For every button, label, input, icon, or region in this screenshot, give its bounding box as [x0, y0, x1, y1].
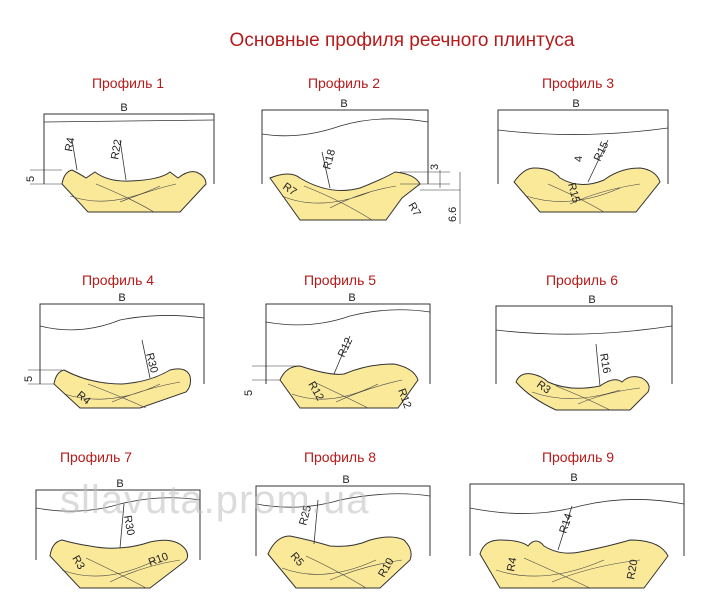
profile-7-width-label: B [116, 478, 123, 490]
profile-5-h5: 5 [243, 390, 255, 396]
profile-5: Профиль 5 B R12 5 R12 R12 [243, 272, 431, 410]
profile-4-h5: 5 [23, 376, 35, 382]
watermark-text: sllavuta.prom.ua [60, 478, 370, 522]
profile-9: Профиль 9 B R14 R4 R20 [469, 449, 685, 589]
profile-8-title: Профиль 8 [304, 449, 376, 465]
profile-2-h6-6: 6.6 [447, 207, 459, 222]
profile-4-width-label: B [118, 292, 125, 304]
profile-3-title: Профиль 3 [542, 75, 614, 91]
profile-9-width-label: B [570, 472, 577, 484]
profile-3-width-label: B [572, 98, 579, 110]
profile-2-r18: R18 [321, 148, 338, 171]
profile-7-r30: R30 [121, 514, 136, 536]
profile-1-r22: R22 [109, 139, 124, 161]
profile-2-r7-right: R7 [405, 201, 422, 219]
profile-5-r12-top: R12 [336, 336, 355, 359]
profile-4-title: Профиль 4 [82, 272, 154, 288]
profile-9-title: Профиль 9 [542, 449, 614, 465]
profile-1-h5: 5 [25, 176, 37, 182]
profile-7: Профиль 7 B R30 R3 R10 [35, 449, 201, 589]
profile-6: Профиль 6 B R16 R3 [495, 272, 673, 411]
profile-8-r25: R25 [297, 504, 314, 527]
profile-7-title: Профиль 7 [60, 449, 132, 465]
profile-6-width-label: B [588, 294, 595, 306]
profile-9-r14: R14 [557, 512, 575, 535]
profile-2-width-label: B [340, 98, 347, 110]
profile-5-width-label: B [348, 292, 355, 304]
profile-6-r16: R16 [597, 352, 612, 374]
profile-1: Профиль 1 B R4 R22 5 [25, 75, 215, 213]
profile-2-h3: 3 [429, 164, 441, 170]
profile-8: Профиль 8 B R25 R5 R10 [255, 449, 431, 589]
profile-5-title: Профиль 5 [304, 272, 376, 288]
profile-4-r30: R30 [143, 352, 160, 375]
profile-4: Профиль 4 B R30 5 R4 [23, 272, 205, 409]
profile-3: Профиль 3 B R15 4 R15 [497, 75, 669, 213]
page-title: Основные профиля реечного плинтуса [229, 30, 575, 51]
profile-6-title: Профиль 6 [546, 272, 618, 288]
profile-9-r4: R4 [505, 557, 519, 573]
profile-1-width-label: B [120, 102, 127, 114]
profile-1-r4: R4 [63, 137, 77, 153]
profile-2: Профиль 2 B R18 R7 R7 3 6.6 [261, 75, 461, 224]
profile-3-h4: 4 [573, 156, 585, 162]
profile-2-title: Профиль 2 [308, 75, 380, 91]
profile-1-title: Профиль 1 [92, 75, 164, 91]
profile-8-width-label: B [342, 474, 349, 486]
profile-3-r15-bottom: R15 [565, 182, 582, 205]
profile-3-r15-top: R15 [592, 140, 611, 163]
profile-9-r20: R20 [625, 559, 640, 581]
